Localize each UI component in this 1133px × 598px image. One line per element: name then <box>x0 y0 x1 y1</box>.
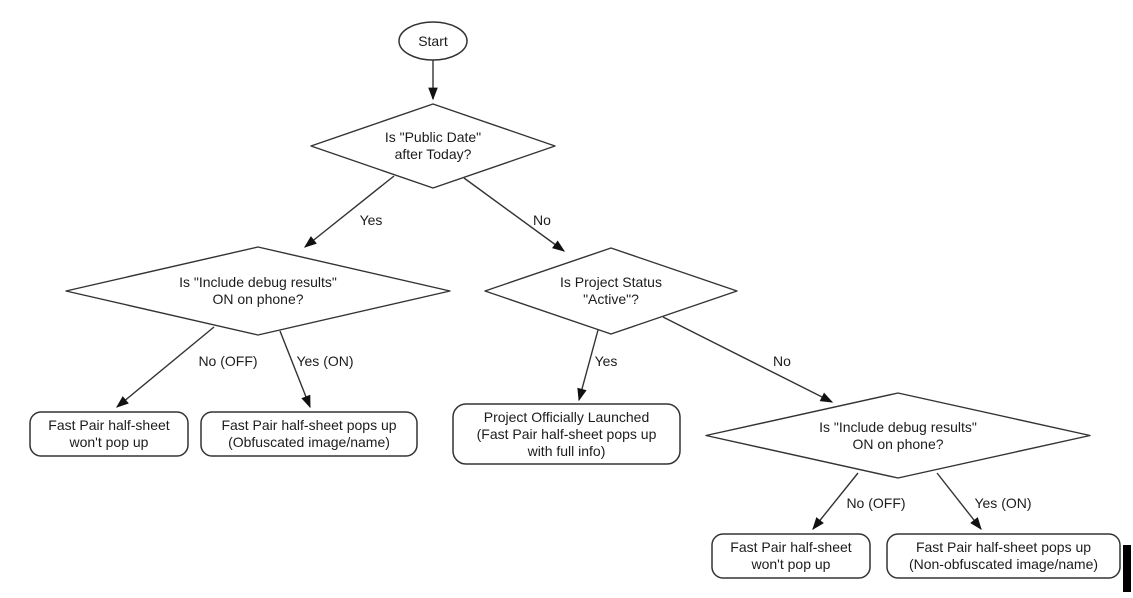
outcome-non-obfuscated-shape <box>886 533 1121 579</box>
edge-no-to-debug-right <box>662 316 834 403</box>
outcome-no-popup-right-shape <box>711 533 871 579</box>
decision-debug-right-shape <box>705 392 1091 479</box>
outcome-no-popup-left-shape <box>29 411 189 457</box>
edge-yes-to-launched <box>577 329 599 402</box>
decision-public-date-shape <box>310 103 556 189</box>
edge-no-off-to-no-popup-right <box>812 472 859 530</box>
decision-project-status-shape <box>484 247 738 335</box>
decision-debug-left-shape <box>65 246 451 336</box>
edge-yes-on-to-non-obfuscated <box>936 472 982 530</box>
edge-yes-on-to-obfuscated <box>279 330 311 409</box>
edge-no-to-project-status <box>463 177 566 252</box>
text-cursor-artifact <box>1123 545 1131 592</box>
edge-no-off-to-no-popup-left <box>116 326 215 408</box>
outcome-launched-shape <box>452 403 681 465</box>
start-node-shape <box>398 21 468 61</box>
edge-yes-to-debug-left <box>304 175 395 248</box>
outcome-obfuscated-shape <box>200 411 418 457</box>
